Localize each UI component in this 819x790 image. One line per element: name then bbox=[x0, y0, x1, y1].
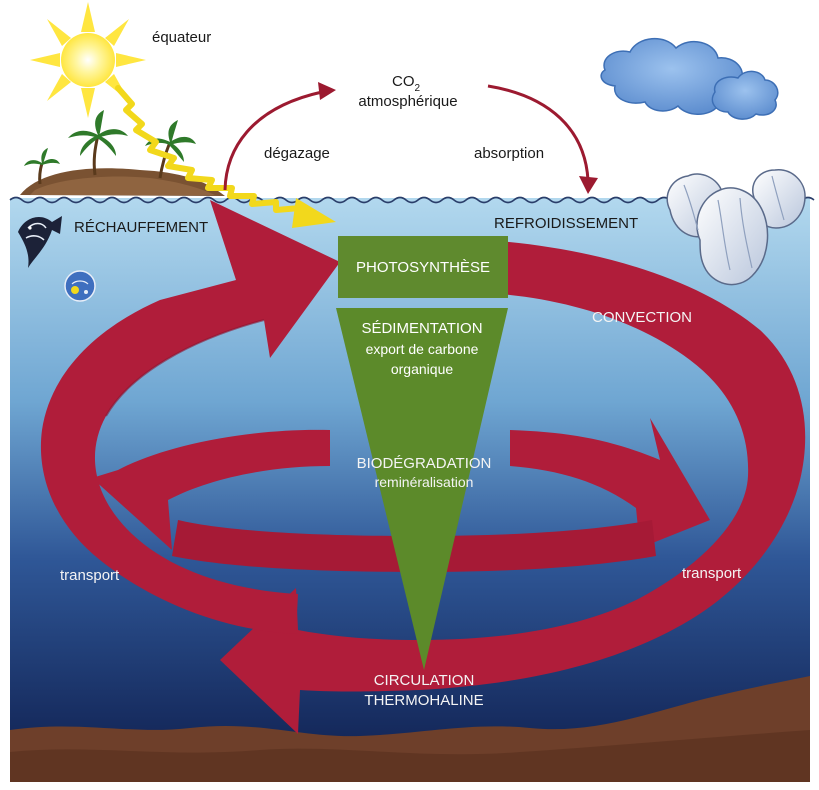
absorption-arrow bbox=[487, 84, 598, 194]
co2-atmospheric-label: atmosphérique bbox=[358, 93, 457, 110]
biodegradation-label: BIODÉGRADATION bbox=[357, 455, 492, 472]
carbon-export-label: export de carbone bbox=[366, 341, 479, 357]
transport-left-label: transport bbox=[60, 567, 120, 584]
fish-icon bbox=[18, 216, 62, 268]
sedimentation-wedge bbox=[336, 308, 508, 670]
thermohaline-label: THERMOHALINE bbox=[364, 692, 483, 709]
sedimentation-label: SÉDIMENTATION bbox=[361, 320, 482, 337]
warming-label: RÉCHAUFFEMENT bbox=[74, 219, 208, 236]
seabed-shadow bbox=[10, 730, 810, 782]
cooling-label: REFROIDISSEMENT bbox=[494, 215, 638, 232]
co2-label: CO2 bbox=[392, 73, 421, 94]
cloud-icon bbox=[600, 38, 779, 120]
thermohaline-loop-right bbox=[220, 240, 806, 734]
organic-label: organique bbox=[391, 361, 453, 377]
absorption-label: absorption bbox=[474, 145, 544, 162]
iceberg-icon bbox=[666, 169, 806, 286]
sunbeam-arrow bbox=[115, 85, 336, 228]
outgassing-arrow bbox=[223, 82, 336, 191]
tropical-island bbox=[20, 110, 225, 196]
thermohaline-loop-left bbox=[40, 200, 340, 634]
outgassing-label: dégazage bbox=[264, 145, 330, 162]
photosynthesis-box bbox=[338, 236, 508, 298]
remineralisation-label: reminéralisation bbox=[375, 474, 474, 490]
plankton-icon bbox=[64, 270, 96, 302]
convection-label: CONVECTION bbox=[592, 309, 692, 326]
equator-label: équateur bbox=[152, 29, 211, 46]
inner-return-arrow-left bbox=[92, 429, 330, 550]
photosynthesis-label: PHOTOSYNTHÈSE bbox=[356, 259, 490, 276]
transport-right-label: transport bbox=[682, 565, 742, 582]
inner-return-arrow-right bbox=[510, 418, 710, 548]
circulation-label: CIRCULATION bbox=[374, 672, 475, 689]
